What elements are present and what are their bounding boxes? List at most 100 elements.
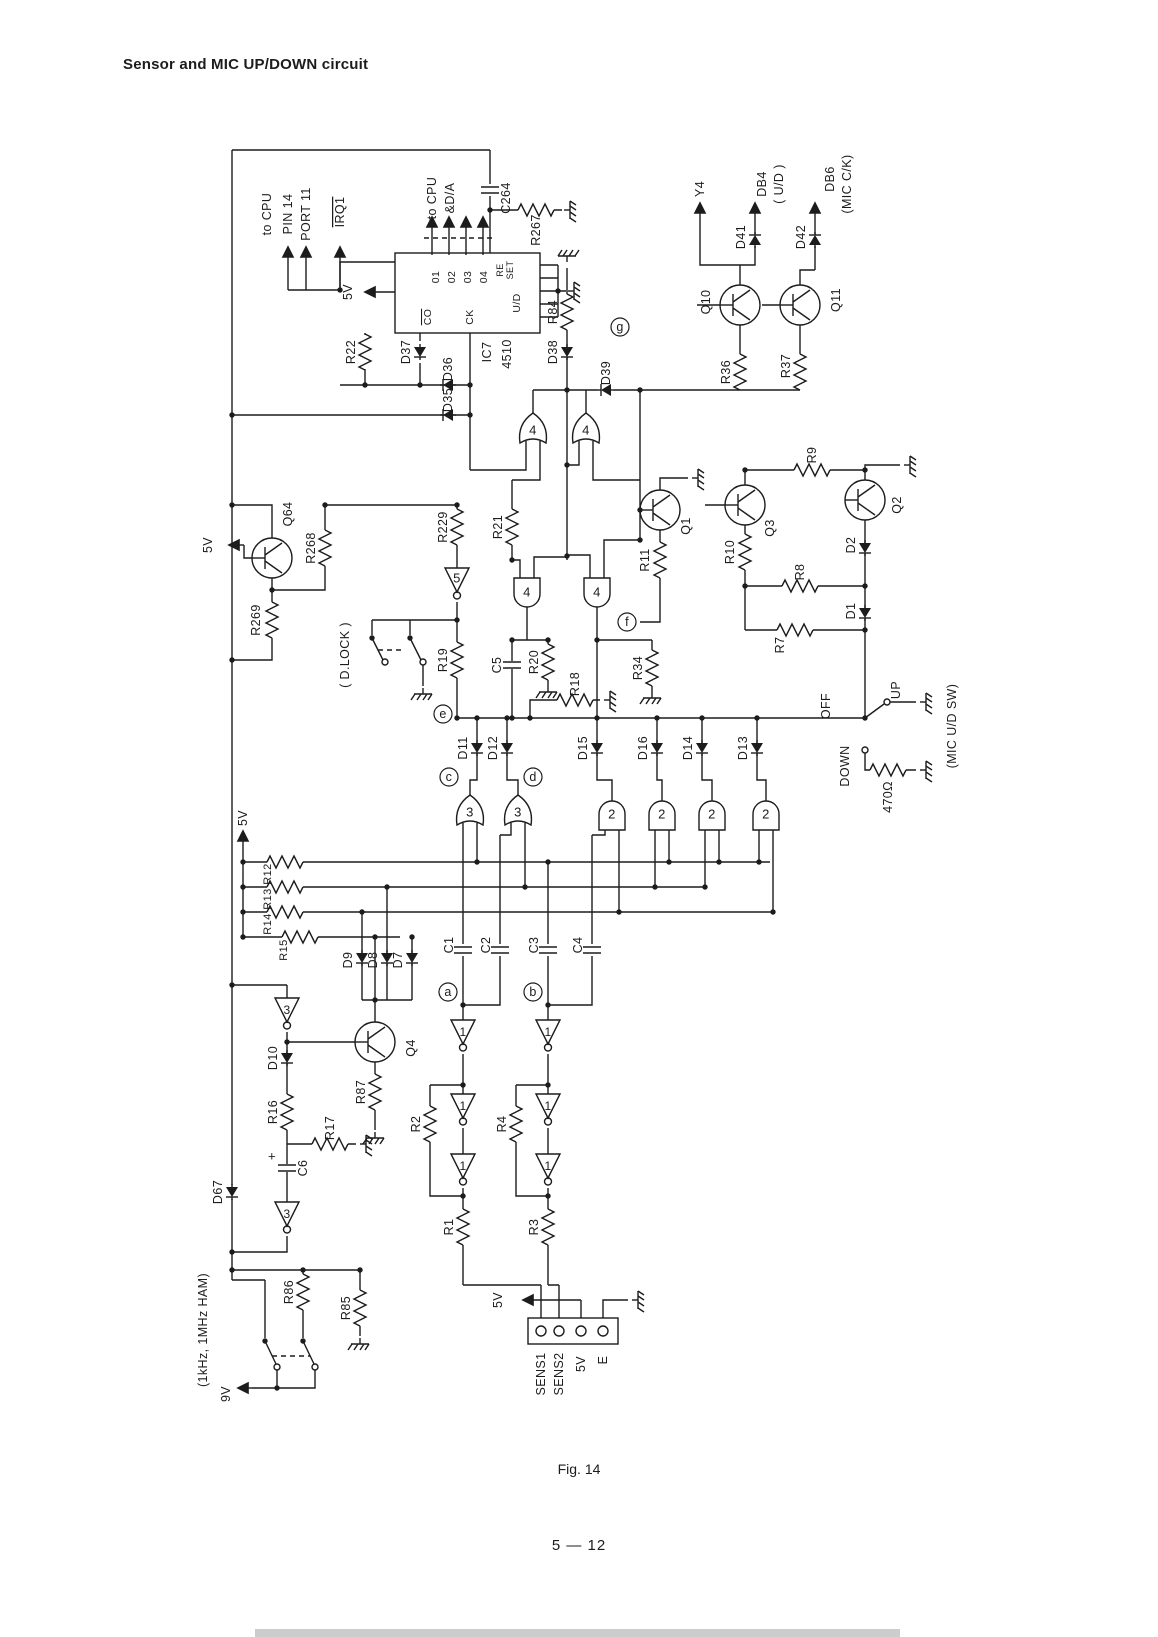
g2b-label: 2	[658, 807, 666, 822]
junction-dots	[229, 207, 868, 1391]
r269-label: R269	[249, 604, 263, 635]
down-label: DOWN	[838, 745, 852, 786]
transistor-q4	[354, 1021, 396, 1063]
d10-label: D10	[266, 1046, 280, 1070]
g4d-label: 4	[593, 585, 601, 600]
d13-label: D13	[736, 736, 750, 760]
resistor-symbol	[423, 1105, 437, 1143]
connector-pin	[535, 1325, 547, 1337]
r22-label: R22	[344, 340, 358, 364]
resistor-symbol	[296, 1273, 310, 1311]
diode-symbol	[858, 539, 872, 557]
r20-label: R20	[527, 650, 541, 674]
e-jct-label: e	[439, 707, 446, 721]
d7-label: D7	[391, 952, 405, 969]
resistor-symbol	[265, 601, 279, 639]
a-jct-label: a	[444, 985, 451, 999]
g3d-label: 3	[283, 1207, 290, 1221]
db4-ud-label: ( U/D )	[772, 164, 786, 204]
resistor-symbol	[450, 508, 464, 546]
sens2-label: SENS2	[552, 1353, 566, 1396]
g1c-label: 1	[459, 1099, 466, 1113]
v5-rows-label: 5V	[236, 810, 250, 826]
g1a-label: 1	[459, 1025, 466, 1039]
diode-symbol	[750, 739, 764, 757]
wire-gate-inputs	[462, 823, 774, 1020]
resistor-symbol	[869, 763, 907, 777]
ground-symbol	[639, 691, 662, 705]
r8-label: R8	[793, 564, 807, 581]
db6-label: DB6	[823, 166, 837, 192]
to-cpu-a-label: to CPU	[260, 193, 274, 236]
g1f-label: 1	[544, 1159, 551, 1173]
g-jct-label: g	[616, 320, 623, 334]
c5-label: C5	[490, 657, 504, 674]
v9-label: 9V	[219, 1386, 233, 1402]
diode-symbol	[405, 949, 419, 967]
d35-label: D35	[441, 388, 455, 412]
d11-label: D11	[456, 736, 470, 759]
wire-q1-q3-q2	[640, 464, 900, 716]
ohm470-label: 470Ω	[881, 781, 895, 813]
e-pin-label: E	[596, 1356, 610, 1365]
r87-label: R87	[354, 1080, 368, 1104]
d67-label: D67	[211, 1180, 225, 1204]
d-jct-ring	[523, 767, 543, 787]
diode-symbol	[748, 231, 762, 249]
wire-r84-bus	[532, 268, 801, 560]
capacitor-symbol	[582, 946, 602, 954]
resistor-symbol	[793, 463, 831, 477]
r19-label: R19	[436, 648, 450, 672]
r34-label: R34	[631, 656, 645, 680]
components-layer	[225, 186, 933, 1371]
transistor-q3	[724, 484, 766, 526]
transistor-q64	[251, 537, 293, 579]
resistor-symbol	[450, 641, 464, 679]
c-jct-ring	[439, 767, 459, 787]
g4a-label: 4	[529, 423, 537, 438]
r37-label: R37	[779, 354, 793, 378]
r2-label: R2	[409, 1116, 423, 1133]
b-jct-ring	[523, 982, 543, 1002]
diode-symbol	[280, 1049, 294, 1067]
irq1-label: IRQ1	[333, 197, 347, 228]
g2a-label: 2	[608, 807, 616, 822]
r21-label: R21	[491, 515, 505, 539]
g1b-label: 1	[544, 1025, 551, 1039]
capacitor-symbol	[490, 946, 510, 954]
d12-label: D12	[486, 736, 500, 760]
connector-pin	[575, 1325, 587, 1337]
ic7-label: IC7	[480, 342, 494, 363]
ld-a-label: &D/A	[443, 182, 457, 213]
wire-top-right	[697, 246, 816, 306]
g-jct-ring	[610, 317, 630, 337]
diode-symbol	[808, 231, 822, 249]
y4-label: Y4	[693, 181, 707, 197]
v5-q64-label: 5V	[201, 537, 215, 553]
diode-symbol	[500, 739, 514, 757]
resistor-symbol	[509, 1105, 523, 1143]
resistor-symbol	[793, 353, 807, 391]
db4-label: DB4	[755, 171, 769, 197]
g2d-label: 2	[762, 807, 770, 822]
pin01-label: 01	[430, 271, 442, 283]
g3b-label: 3	[514, 805, 522, 820]
q10-label: Q10	[699, 290, 713, 315]
r267-label: R267	[529, 214, 543, 245]
capacitor-symbol	[277, 1164, 297, 1172]
g3c-label: 3	[283, 1003, 290, 1017]
r17-label: R17	[323, 1116, 337, 1140]
pin-co-label: CO	[422, 309, 434, 326]
switch-terminal	[419, 658, 427, 666]
sensor-connector	[527, 1317, 619, 1345]
g3a-label: 3	[466, 805, 474, 820]
ic7-body	[394, 252, 541, 334]
c-jct-label: c	[446, 770, 453, 784]
wire-bottom-left	[232, 887, 413, 1253]
e-jct-ring	[433, 704, 453, 724]
ground-symbol	[919, 692, 933, 715]
d15-label: D15	[576, 736, 590, 760]
q64-label: Q64	[281, 502, 295, 527]
capacitor-symbol	[502, 661, 522, 669]
